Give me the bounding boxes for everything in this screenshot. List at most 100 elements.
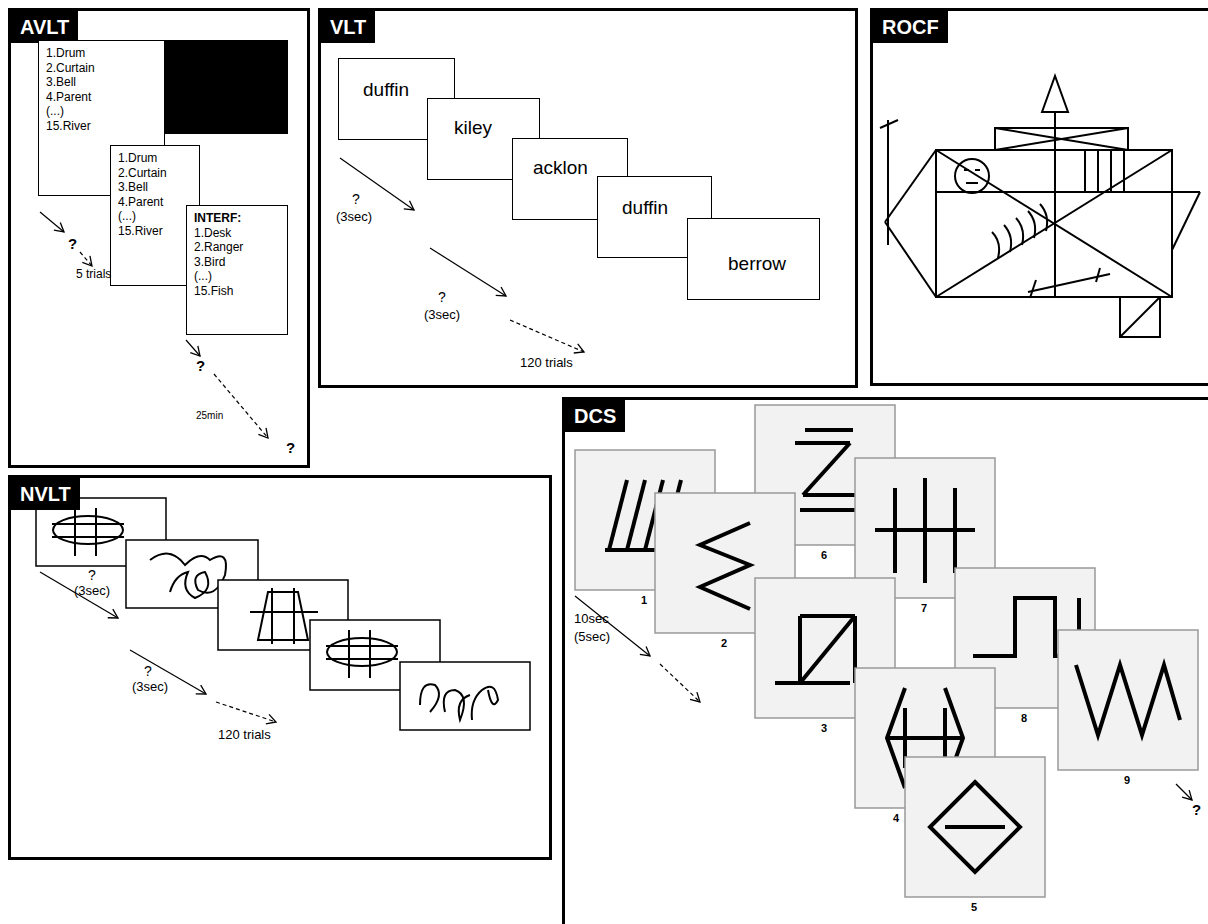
dcs-cards xyxy=(875,528,975,532)
rocf-figure xyxy=(1042,76,1068,112)
delay-note: 25min xyxy=(196,410,223,421)
list-item: 2.Curtain xyxy=(46,61,156,76)
time-note: (3sec) xyxy=(336,210,372,224)
rocf-figure xyxy=(1172,192,1200,250)
nvlt-cards xyxy=(52,523,124,525)
dcs-cards xyxy=(905,757,1045,897)
rocf-figure xyxy=(964,169,969,171)
word-card: berrow xyxy=(687,218,820,300)
nvlt-cards xyxy=(327,638,397,666)
nvlt-cards xyxy=(36,498,530,730)
list-item: 2.Curtain xyxy=(118,166,191,181)
time-note: 10sec xyxy=(574,612,609,626)
flow-arrows xyxy=(575,596,650,656)
callout-number: 7 xyxy=(921,602,927,614)
rocf-figure xyxy=(1123,150,1125,192)
rocf-figure xyxy=(880,76,1200,337)
nvlt-cards xyxy=(74,508,76,556)
card-word: acklon xyxy=(533,157,588,179)
flow-arrows xyxy=(510,320,584,352)
question-mark: ? xyxy=(68,236,77,253)
nvlt-cards xyxy=(258,592,308,640)
dcs-cards xyxy=(775,681,850,685)
test-title: AVLT xyxy=(11,11,78,43)
nvlt-cards xyxy=(250,611,318,613)
black-square xyxy=(165,40,288,134)
dcs-cards xyxy=(800,614,855,618)
dcs-cards xyxy=(930,782,1020,872)
nvlt-cards xyxy=(271,588,273,644)
list-item: 3.Bird xyxy=(194,255,279,270)
nvlt-cards xyxy=(420,684,498,720)
test-panel: VLTduffinkileyacklonduffinberrow xyxy=(318,8,858,388)
dcs-cards xyxy=(627,480,645,550)
rocf-figure xyxy=(1030,280,1036,298)
callout-number: 8 xyxy=(1021,712,1027,724)
flow-arrows xyxy=(340,158,414,210)
callout-number: 6 xyxy=(821,549,827,561)
flow-arrows xyxy=(40,158,1192,800)
time-note: (3sec) xyxy=(74,584,110,598)
nvlt-cards xyxy=(326,658,398,660)
rocf-figure xyxy=(955,159,989,193)
nvlt-cards xyxy=(150,554,226,598)
dcs-cards xyxy=(795,441,850,445)
rocf-figure xyxy=(1097,150,1099,192)
dcs-cards xyxy=(1058,630,1198,770)
question-mark: ? xyxy=(438,290,446,305)
question-mark: ? xyxy=(1192,802,1201,819)
nvlt-cards xyxy=(326,630,398,678)
list-item: (...) xyxy=(194,269,279,284)
callout-number: 2 xyxy=(721,637,727,649)
word-list-box: INTERF:1.Desk2.Ranger3.Bird(...)15.Fish xyxy=(186,205,288,335)
rocf-figure xyxy=(1040,204,1047,231)
rocf-figure xyxy=(885,222,936,297)
nvlt-cards xyxy=(52,508,124,556)
test-title: ROCF xyxy=(873,11,948,43)
time-note: (3sec) xyxy=(424,308,460,322)
trial-count: 120 trials xyxy=(218,728,271,742)
nvlt-cards xyxy=(326,645,398,647)
nvlt-cards xyxy=(348,630,350,678)
dcs-cards xyxy=(700,523,750,609)
question-mark: ? xyxy=(352,192,360,207)
dcs-cards xyxy=(1058,630,1198,770)
rocf-figure xyxy=(975,169,980,171)
flow-arrows xyxy=(40,572,118,618)
list-item: 1.Drum xyxy=(118,151,191,166)
list-item: 4.Parent xyxy=(118,195,191,210)
flow-arrows xyxy=(1176,784,1192,800)
list-item: 3.Bell xyxy=(118,180,191,195)
list-item: 2.Ranger xyxy=(194,240,279,255)
rocf-figure xyxy=(1016,218,1023,245)
rocf-figure xyxy=(1110,150,1112,192)
list-item: INTERF: xyxy=(194,211,279,226)
card-word: kiley xyxy=(454,117,492,139)
rocf-figure xyxy=(1120,297,1160,337)
dcs-cards xyxy=(575,405,1198,897)
trial-count: 5 trials xyxy=(76,268,111,281)
flow-arrows xyxy=(80,252,92,266)
rocf-figure xyxy=(1120,297,1160,337)
callout-number: 1 xyxy=(641,594,647,606)
flow-arrows xyxy=(214,374,268,438)
rocf-figure xyxy=(880,120,898,128)
list-item: 15.Fish xyxy=(194,284,279,299)
time-note: (5sec) xyxy=(574,630,610,644)
card-word: duffin xyxy=(363,79,409,101)
list-item: 4.Parent xyxy=(46,90,156,105)
flow-arrows xyxy=(430,248,506,296)
black-square xyxy=(165,40,288,134)
test-panel: ROCF xyxy=(870,8,1208,386)
callout-number: 4 xyxy=(893,812,899,824)
rocf-figure xyxy=(885,150,936,222)
callout-number: 9 xyxy=(1124,774,1130,786)
test-panel: NVLT xyxy=(8,475,552,860)
nvlt-cards xyxy=(293,588,295,644)
rocf-figure xyxy=(1004,225,1011,252)
list-item: 15.River xyxy=(46,119,156,134)
rocf-figure xyxy=(995,128,1128,150)
rocf-figure xyxy=(992,232,999,258)
rocf-figure xyxy=(995,128,1128,150)
list-item: (...) xyxy=(46,104,156,119)
